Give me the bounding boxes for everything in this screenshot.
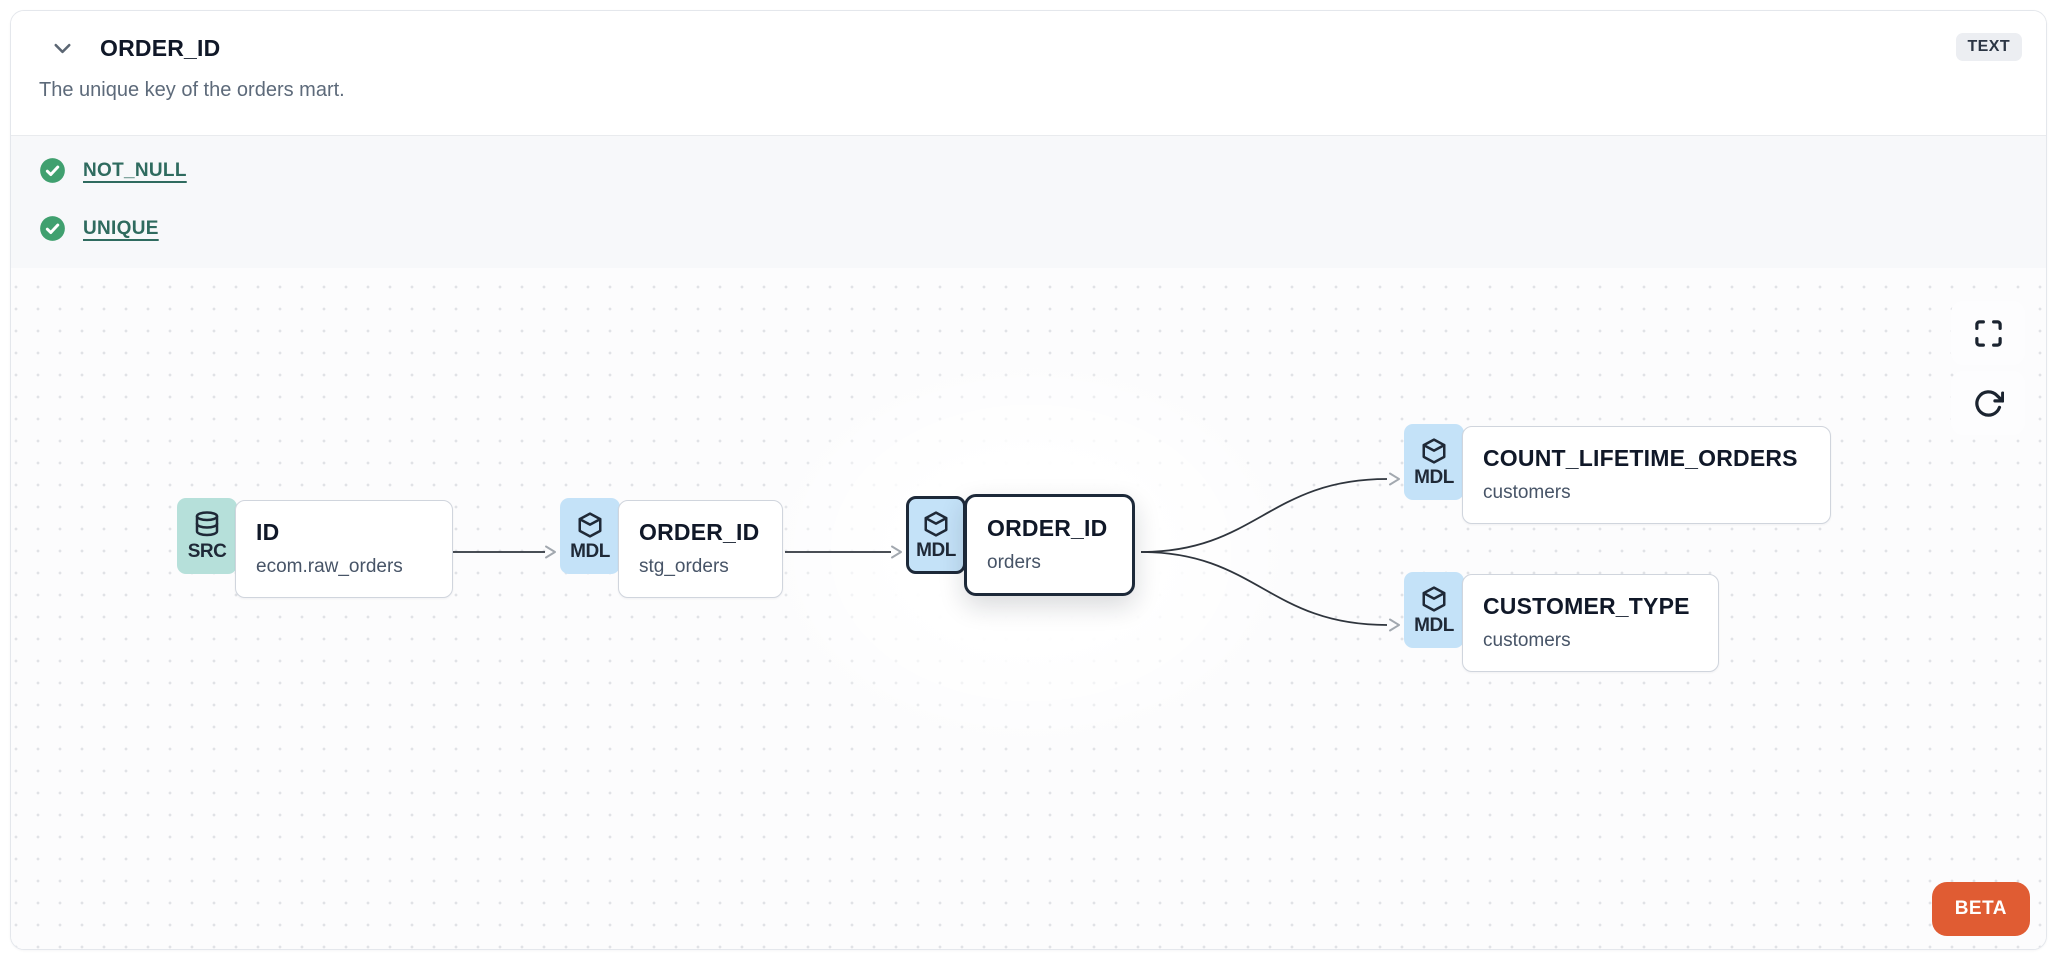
lineage-node-count_lifetime_orders[interactable]: MDL COUNT_LIFETIME_ORDERS customers bbox=[1404, 423, 1831, 524]
node-kind-label: MDL bbox=[1414, 466, 1454, 488]
test-link-unique[interactable]: UNIQUE bbox=[83, 217, 159, 239]
node-subtitle: stg_orders bbox=[639, 556, 729, 577]
fullscreen-button[interactable] bbox=[1951, 301, 2025, 365]
refresh-button[interactable] bbox=[1951, 371, 2025, 435]
tests-section: NOT_NULL UNIQUE bbox=[11, 135, 2046, 268]
refresh-icon bbox=[1973, 388, 2004, 419]
collapse-chevron-button[interactable] bbox=[49, 35, 76, 62]
lineage-node-id[interactable]: SRC ID ecom.raw_orders bbox=[177, 497, 453, 598]
node-title: ID bbox=[256, 519, 280, 545]
node-title: ORDER_ID bbox=[639, 519, 760, 545]
node-kind-badge: MDL bbox=[906, 496, 966, 574]
column-type-badge: TEXT bbox=[1955, 33, 2022, 61]
cube-icon bbox=[1419, 584, 1449, 614]
node-title: CUSTOMER_TYPE bbox=[1483, 593, 1690, 619]
node-card: ID ecom.raw_orders bbox=[235, 500, 453, 598]
column-details-panel: ORDER_ID TEXT The unique key of the orde… bbox=[10, 10, 2047, 950]
column-description: The unique key of the orders mart. bbox=[39, 79, 345, 101]
chevron-down-icon bbox=[49, 35, 76, 62]
cube-icon bbox=[921, 509, 951, 539]
node-card: CUSTOMER_TYPE customers bbox=[1462, 574, 1719, 672]
node-title: COUNT_LIFETIME_ORDERS bbox=[1483, 445, 1798, 471]
column-name: ORDER_ID bbox=[100, 35, 221, 61]
node-subtitle: orders bbox=[987, 552, 1041, 573]
beta-badge: BETA bbox=[1931, 882, 2030, 936]
lineage-canvas[interactable]: SRC ID ecom.raw_orders MDL ORDER_ID stg_… bbox=[11, 268, 2046, 949]
test-link-not-null[interactable]: NOT_NULL bbox=[83, 159, 187, 181]
column-header: ORDER_ID TEXT The unique key of the orde… bbox=[11, 11, 2046, 135]
node-card: ORDER_ID stg_orders bbox=[618, 500, 783, 598]
lineage-node-order_id[interactable]: MDL ORDER_ID stg_orders bbox=[560, 497, 783, 598]
lineage-edges bbox=[453, 472, 1400, 632]
node-kind-label: SRC bbox=[187, 540, 227, 562]
node-kind-badge: MDL bbox=[1404, 572, 1464, 648]
node-title: ORDER_ID bbox=[987, 515, 1108, 541]
check-circle-icon bbox=[39, 215, 66, 242]
lineage-node-order_id[interactable]: MDL ORDER_ID orders bbox=[906, 494, 1135, 596]
node-kind-badge: MDL bbox=[1404, 424, 1464, 500]
node-card: ORDER_ID orders bbox=[964, 494, 1135, 596]
lineage-node-customer_type[interactable]: MDL CUSTOMER_TYPE customers bbox=[1404, 571, 1719, 672]
node-subtitle: ecom.raw_orders bbox=[256, 556, 403, 577]
cube-icon bbox=[575, 510, 605, 540]
node-kind-badge: MDL bbox=[560, 498, 620, 574]
node-subtitle: customers bbox=[1483, 482, 1571, 503]
test-row: NOT_NULL bbox=[39, 157, 2018, 184]
node-kind-badge: SRC bbox=[177, 498, 237, 574]
fullscreen-icon bbox=[1973, 318, 2004, 349]
node-kind-label: MDL bbox=[1414, 614, 1454, 636]
node-subtitle: customers bbox=[1483, 630, 1571, 651]
node-kind-label: MDL bbox=[916, 539, 956, 561]
database-icon bbox=[192, 510, 222, 540]
check-circle-icon bbox=[39, 157, 66, 184]
node-card: COUNT_LIFETIME_ORDERS customers bbox=[1462, 426, 1831, 524]
node-kind-label: MDL bbox=[570, 540, 610, 562]
test-row: UNIQUE bbox=[39, 215, 2018, 242]
cube-icon bbox=[1419, 436, 1449, 466]
